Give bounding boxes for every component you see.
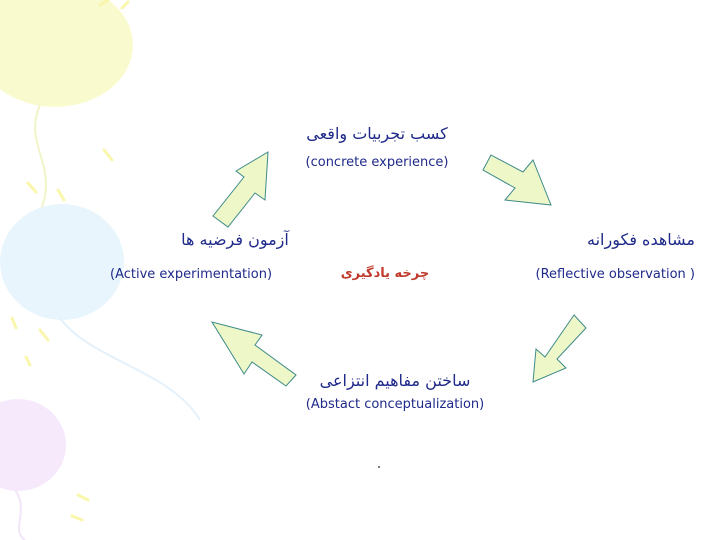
stage-right-english: (Reflective observation )	[535, 267, 695, 282]
stage-right-persian: مشاهده فکورانه	[587, 230, 695, 249]
arrow-right-up-icon	[212, 151, 269, 228]
purple-balloon-string-icon	[14, 489, 26, 540]
stage-top-persian: کسب تجربیات واقعی	[306, 124, 448, 143]
stage-bottom-english: (Abstact conceptualization)	[305, 397, 485, 412]
blue-balloon-string-icon	[59, 317, 201, 421]
cycle-center-label: چرخه یادگیری	[340, 266, 430, 281]
stage-left-english: (Active experimentation)	[110, 267, 273, 282]
stage-bottom-persian: ساختن مفاهیم انتزاعی	[319, 371, 471, 390]
arrow-left-down-icon	[532, 314, 587, 383]
stage-left-persian: آزمون فرضیه ها	[181, 230, 289, 249]
stage-top-english: (concrete experience)	[305, 155, 449, 170]
blue-balloon-icon	[0, 204, 124, 320]
sparkles-icon	[10, 0, 130, 522]
dot-mark	[378, 466, 380, 468]
arrow-left-up-icon	[210, 321, 297, 387]
yellow-balloon-icon	[0, 0, 133, 107]
arrow-right-down-icon	[482, 154, 552, 206]
purple-balloon-icon	[0, 399, 66, 491]
